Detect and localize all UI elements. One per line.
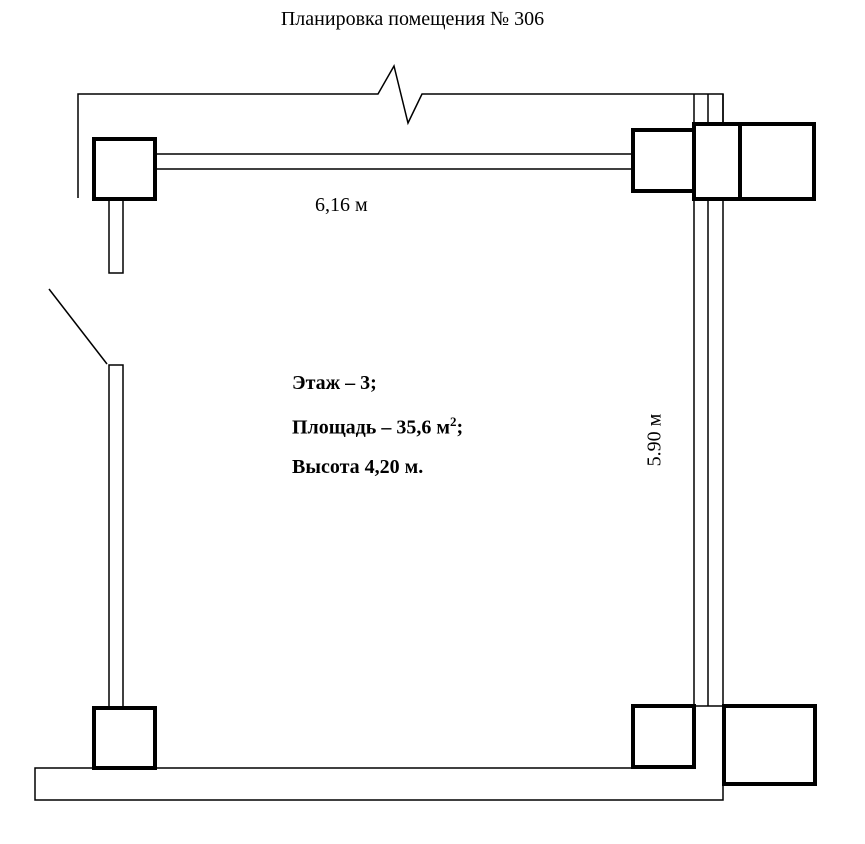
column-top-right-a	[692, 122, 742, 201]
column-top-left	[92, 137, 157, 201]
top-wall	[154, 153, 634, 170]
column-top-right-b	[738, 122, 816, 201]
top-outer-line-break	[77, 63, 724, 198]
area-info: Площадь – 35,6 м2;	[292, 414, 463, 440]
column-top-right-inner	[631, 128, 696, 193]
area-text: Площадь – 35,6 м	[292, 416, 450, 439]
left-wall-upper	[108, 198, 124, 274]
ceiling-height-info: Высота 4,20 м.	[292, 456, 424, 478]
door-swing	[48, 288, 108, 365]
height-dimension-label: 5.90 м	[643, 413, 666, 467]
column-bottom-left	[92, 706, 157, 770]
column-bottom-right-outer	[722, 704, 817, 786]
width-dimension-label: 6,16 м	[315, 194, 368, 216]
area-suffix: ;	[456, 416, 464, 439]
area-unit-superscript: 2	[449, 414, 457, 429]
floor-info: Этаж – 3;	[292, 372, 377, 394]
plan-title: Планировка помещения № 306	[280, 8, 545, 30]
left-wall-lower	[108, 364, 124, 709]
column-bottom-right-inner	[631, 704, 696, 769]
